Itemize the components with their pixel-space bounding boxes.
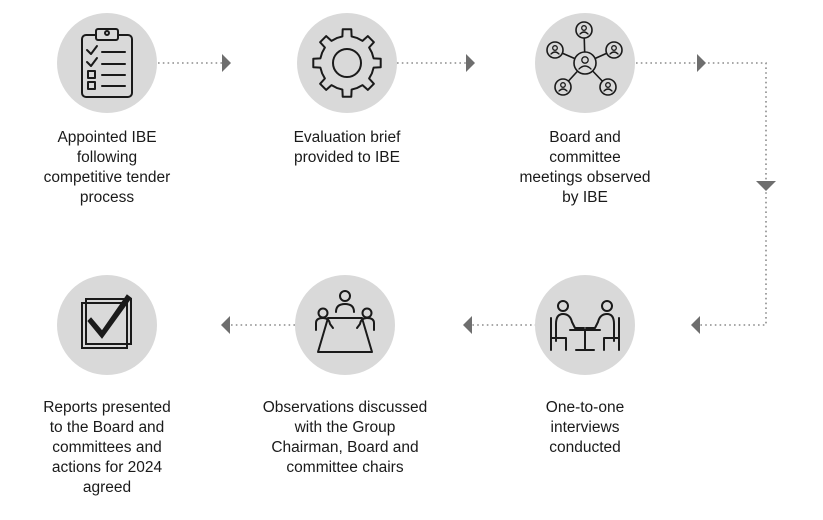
arrow-right-1 [222, 54, 231, 72]
connectors [158, 62, 767, 326]
interview-table-icon [550, 300, 620, 351]
gear-icon [312, 28, 382, 98]
checkbox-tick-icon [81, 294, 132, 349]
arrow-right-2 [466, 54, 475, 72]
step-circle-2 [297, 13, 397, 113]
step-circle-5 [295, 275, 395, 375]
step-label-brief: Evaluation brief provided to IBE [293, 129, 401, 166]
arrow-down [756, 181, 776, 191]
step-label-interviews: One-to-one interviews conducted [545, 399, 625, 456]
meeting-table-icon [315, 290, 375, 353]
arrowheads [221, 54, 776, 334]
arrow-left-3 [221, 316, 230, 334]
clipboard-checklist-icon [81, 28, 133, 98]
step-label-reports: Reports presented to the Board and commi… [43, 399, 171, 496]
step-circle-4 [535, 275, 635, 375]
network-people-icon [546, 21, 623, 96]
step-label-appointed: Appointed IBE following competitive tend… [43, 129, 171, 206]
step-label-discussed: Observations discussed with the Group Ch… [262, 399, 428, 476]
arrow-left-2 [463, 316, 472, 334]
arrow-left-1 [691, 316, 700, 334]
arrow-right-3 [697, 54, 706, 72]
step-label-observed: Board and committee meetings observed by… [519, 129, 651, 206]
